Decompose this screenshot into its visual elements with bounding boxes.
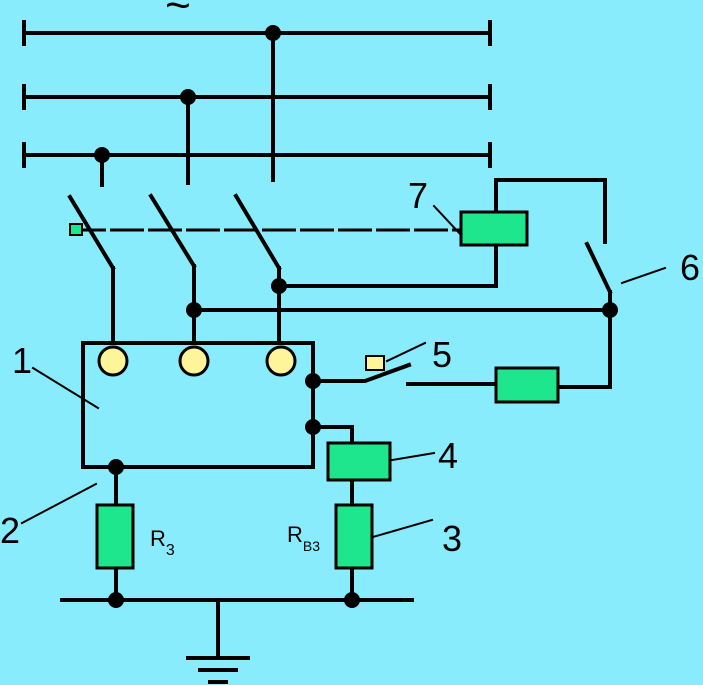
leader-1 [31, 366, 100, 410]
breaker-contacts [67, 193, 282, 345]
coil7-return-wire [277, 244, 498, 288]
label-7: 7 [408, 175, 428, 216]
protection-device-box [81, 341, 315, 469]
trip-coil-7 [459, 210, 529, 247]
leader-5 [385, 341, 427, 363]
leader-2 [20, 482, 98, 525]
switch6-top-wire [494, 178, 607, 244]
terminal-a [97, 345, 129, 377]
leader-6 [620, 266, 667, 285]
junction-dots [94, 25, 618, 608]
label-4: 4 [438, 435, 458, 476]
button5-contact [311, 362, 412, 383]
phase-line-2 [22, 84, 492, 110]
label-5: 5 [432, 334, 452, 375]
label-6: 6 [680, 247, 700, 288]
resistor-r3 [95, 503, 135, 570]
test-resistor [494, 366, 560, 404]
switch6-blade [584, 241, 613, 295]
ac-symbol: ~ [165, 0, 191, 30]
test-button-5 [365, 355, 385, 371]
leader-3 [364, 518, 434, 541]
label-2: 2 [0, 510, 20, 551]
linkage-latch [69, 223, 83, 236]
relay-coil-4 [326, 441, 392, 482]
phase-line-3 [22, 142, 492, 168]
label-1: 1 [12, 340, 32, 381]
ground-symbol [186, 598, 250, 684]
r3-label: R3 [150, 526, 175, 559]
terminal-c [265, 345, 297, 377]
label-3: 3 [442, 518, 462, 559]
rv3-label: RВ3 [287, 522, 320, 554]
coil4-top-wire [311, 425, 354, 445]
resistor-rv3 [334, 503, 374, 570]
phase-line-1 [22, 20, 492, 46]
terminal-b [178, 345, 210, 377]
